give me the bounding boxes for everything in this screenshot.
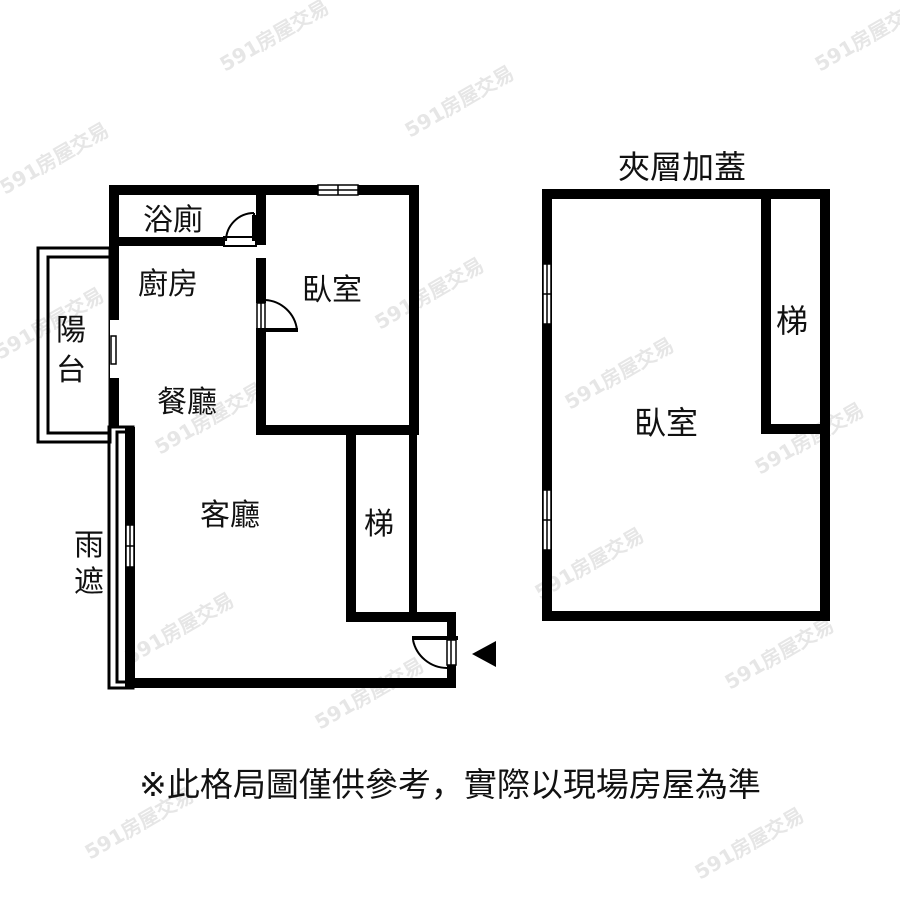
watermark-text: 591房屋交易	[0, 118, 113, 200]
label-balcony-2: 台	[56, 353, 86, 388]
watermark-text: 591房屋交易	[216, 0, 333, 76]
label-canopy-2: 遮	[74, 565, 104, 600]
mezzanine-walls	[542, 189, 830, 621]
watermark-text: 591房屋交易	[0, 283, 108, 365]
watermark-text: 591房屋交易	[371, 253, 488, 335]
doors	[223, 212, 458, 669]
label-stairs: 梯	[364, 507, 394, 542]
label-bathroom: 浴廁	[143, 203, 203, 238]
label-bedroom: 臥室	[302, 273, 362, 308]
mezzanine-plan: 夾層加蓋 臥室 梯	[542, 148, 830, 621]
watermark-text: 591房屋交易	[811, 0, 900, 76]
label-canopy-1: 雨	[74, 528, 104, 563]
windows	[110, 184, 359, 568]
label-balcony-1: 陽	[56, 313, 86, 348]
watermark-text: 591房屋交易	[311, 653, 428, 735]
label-living: 客廳	[200, 498, 260, 533]
label-kitchen: 廚房	[138, 267, 198, 302]
watermark-text: 591房屋交易	[561, 333, 678, 415]
label-dining: 餐廳	[157, 385, 217, 420]
entrance-arrow-icon	[472, 641, 496, 667]
mezzanine-title: 夾層加蓋	[618, 148, 746, 186]
watermark-text: 591房屋交易	[721, 613, 838, 695]
main-floor-plan: 浴廁 廚房 臥室 陽 台 餐廳 客廳 梯 雨 遮	[36, 184, 496, 690]
bedroom-door	[256, 299, 298, 332]
label-mezzanine-stairs: 梯	[776, 302, 808, 340]
bathroom-door	[223, 212, 257, 247]
label-mezzanine-bedroom: 臥室	[634, 404, 698, 442]
watermark-text: 591房屋交易	[121, 588, 238, 670]
watermark-text: 591房屋交易	[401, 61, 518, 143]
disclaimer-text: ※此格局圖僅供參考，實際以現場房屋為準	[139, 765, 761, 804]
entrance-door	[412, 636, 458, 669]
watermark-text: 591房屋交易	[691, 803, 808, 885]
mezzanine-windows	[542, 263, 552, 551]
